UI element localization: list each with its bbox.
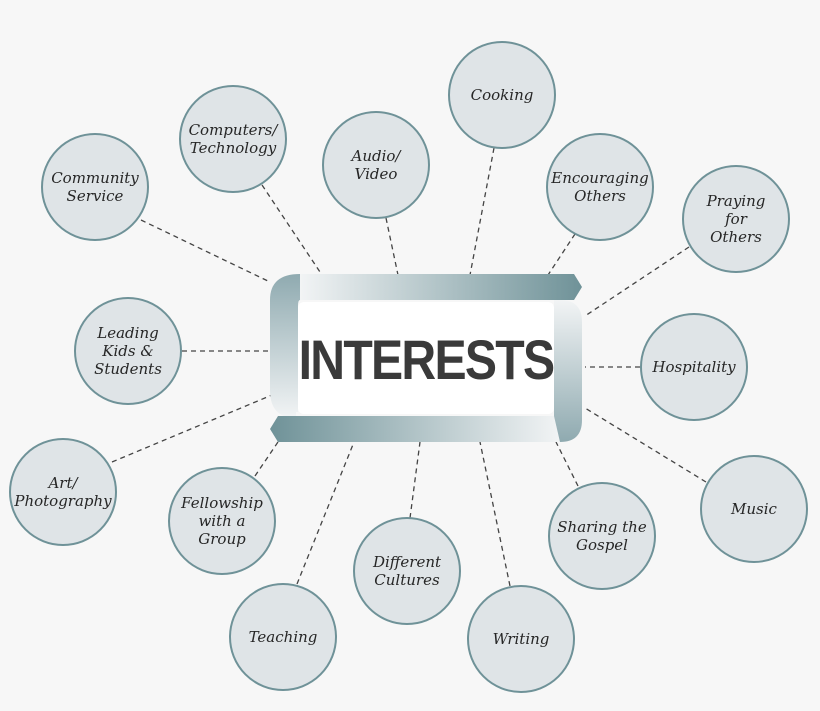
- connector-computers-technology: [261, 184, 323, 276]
- banner-top-band: [300, 274, 582, 300]
- interest-different-cultures: Different Cultures: [353, 517, 461, 625]
- interest-hospitality: Hospitality: [640, 313, 748, 421]
- banner-left-curl: [270, 274, 300, 418]
- interest-fellowship-with-a-group: Fellowship with a Group: [168, 467, 276, 575]
- connector-cooking: [469, 147, 495, 276]
- connector-different-cultures: [409, 441, 421, 519]
- connector-teaching: [296, 441, 355, 585]
- connector-music: [584, 407, 707, 483]
- interest-writing: Writing: [467, 585, 575, 693]
- interest-sharing-the-gospel: Sharing the Gospel: [548, 482, 656, 590]
- interest-community-service: Community Service: [41, 133, 149, 241]
- connector-art-photography: [111, 394, 273, 463]
- connector-encouraging-others: [547, 233, 576, 276]
- banner-bottom-band: [270, 416, 560, 442]
- interest-art-photography: Art/ Photography: [9, 438, 117, 546]
- connector-fellowship-with-a-group: [254, 441, 279, 477]
- connector-audio-video: [385, 217, 399, 276]
- interest-teaching: Teaching: [229, 583, 337, 691]
- connector-sharing-the-gospel: [555, 441, 579, 487]
- interest-leading-kids-students: Leading Kids & Students: [74, 297, 182, 405]
- banner-right-curl: [554, 300, 582, 442]
- center-title: INTERESTS: [298, 327, 556, 391]
- connector-writing: [479, 441, 511, 587]
- banner-plate: [298, 302, 554, 414]
- connector-praying-for-others: [584, 246, 690, 317]
- connector-community-service: [140, 219, 271, 283]
- interest-computers-technology: Computers/ Technology: [179, 85, 287, 193]
- interest-cooking: Cooking: [448, 41, 556, 149]
- interest-encouraging-others: Encouraging Others: [546, 133, 654, 241]
- interest-music: Music: [700, 455, 808, 563]
- interest-audio-video: Audio/ Video: [322, 111, 430, 219]
- interest-praying-for-others: Praying for Others: [682, 165, 790, 273]
